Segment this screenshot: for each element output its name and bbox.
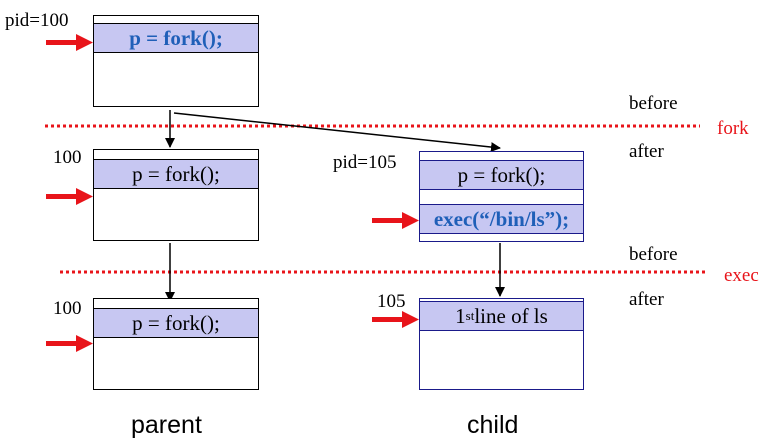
fork-after-label: after [629, 141, 664, 162]
fork-event-label: fork [717, 118, 749, 139]
middle-child-code-line-fork: p = fork(); [420, 160, 583, 190]
middle-parent-pid-label: 100 [53, 147, 82, 168]
ls-line-number: 1 [455, 303, 466, 328]
pc-arrow-bottom-child [372, 311, 419, 328]
middle-child-pid-label: pid=105 [333, 152, 397, 173]
bottom-parent-code-line: p = fork(); [94, 308, 258, 338]
child-column-caption: child [467, 411, 519, 439]
middle-parent-code-line: p = fork(); [94, 159, 258, 189]
middle-child-code-line-exec: exec(“/bin/ls”); [420, 204, 583, 234]
pc-arrow-middle-parent [46, 188, 93, 205]
middle-child-process-box: p = fork(); exec(“/bin/ls”); [419, 151, 584, 242]
top-code-line: p = fork(); [94, 23, 258, 53]
pc-arrow-top [46, 34, 93, 51]
exec-event-label: exec [724, 265, 759, 286]
fork-before-label: before [629, 93, 678, 114]
bottom-child-pid-label: 105 [377, 291, 406, 312]
ls-line-text: line of ls [474, 303, 548, 328]
bottom-parent-pid-label: 100 [53, 298, 82, 319]
middle-parent-process-box: p = fork(); [93, 149, 259, 241]
ls-line-ordinal-suffix: st [465, 308, 475, 323]
pc-arrow-middle-child [372, 212, 419, 229]
exec-before-label: before [629, 244, 678, 265]
top-parent-process-box: p = fork(); [93, 15, 259, 107]
exec-after-label: after [629, 289, 664, 310]
top-pid-label: pid=100 [5, 10, 69, 31]
parent-column-caption: parent [131, 411, 202, 439]
flow-arrow-fork-to-child [173, 112, 501, 153]
pc-arrow-bottom-parent [46, 335, 93, 352]
bottom-parent-process-box: p = fork(); [93, 298, 259, 390]
